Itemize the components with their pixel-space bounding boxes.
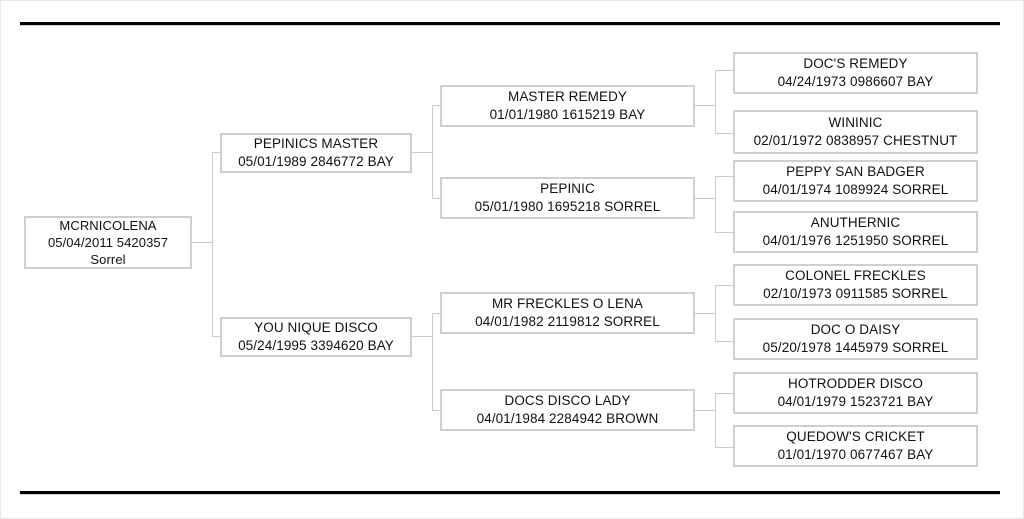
node-gen2-pepinic-meta: 05/01/1980 1695218 SORREL	[474, 199, 661, 214]
connector-root-to-gen1-bottom	[212, 336, 221, 337]
node-gen3-quedows-cricket-name: QUEDOW'S CRICKET	[786, 429, 925, 445]
node-gen2-mr-freckles-o-lena[interactable]: MR FRECKLES O LENA 04/01/1982 2119812 SO…	[440, 292, 695, 334]
node-gen2-docs-disco-lady[interactable]: DOCS DISCO LADY 04/01/1984 2284942 BROWN	[440, 389, 695, 431]
node-dam-meta: 05/24/1995 3394620 BAY	[238, 338, 394, 353]
connector-mr-freckles-spine	[715, 285, 716, 342]
node-dam[interactable]: YOU NIQUE DISCO 05/24/1995 3394620 BAY	[220, 317, 412, 357]
node-gen3-peppy-san-badger[interactable]: PEPPY SAN BADGER 04/01/1974 1089924 SORR…	[733, 160, 978, 202]
connector-root-stub	[192, 242, 213, 243]
node-gen3-colonel-freckles[interactable]: COLONEL FRECKLES 02/10/1973 0911585 SORR…	[733, 264, 978, 306]
node-sire-meta: 05/01/1989 2846772 BAY	[238, 154, 394, 169]
node-gen3-colonel-freckles-name: COLONEL FRECKLES	[785, 268, 926, 284]
connector-docs-disco-lady-stub	[695, 410, 716, 411]
node-gen3-hotrodder-disco-name: HOTRODDER DISCO	[787, 376, 923, 392]
node-sire[interactable]: PEPINICS MASTER 05/01/1989 2846772 BAY	[220, 133, 412, 173]
connector-master-remedy-spine	[715, 70, 716, 134]
node-gen3-hotrodder-disco-meta: 04/01/1979 1523721 BAY	[777, 394, 934, 409]
node-gen3-hotrodder-disco[interactable]: HOTRODDER DISCO 04/01/1979 1523721 BAY	[733, 372, 978, 414]
connector-pepinic-to-peppy-san-badger	[715, 176, 734, 177]
node-subject-name: MCRNICOLENA	[59, 217, 157, 233]
connector-root-spine	[212, 152, 213, 337]
connector-master-remedy-to-docs-remedy	[715, 70, 734, 71]
node-gen2-pepinic[interactable]: PEPINIC 05/01/1980 1695218 SORREL	[440, 177, 695, 219]
connector-mr-freckles-stub	[695, 313, 716, 314]
node-gen2-master-remedy-name: MASTER REMEDY	[507, 89, 628, 105]
node-gen3-peppy-san-badger-name: PEPPY SAN BADGER	[786, 164, 925, 180]
connector-gen1-bottom-to-docs-disco-lady	[432, 410, 441, 411]
node-gen3-doc-o-daisy-meta: 05/20/1978 1445979 SORREL	[762, 340, 949, 355]
node-gen3-docs-remedy-name: DOC'S REMEDY	[803, 56, 908, 72]
node-gen3-anuthernic-meta: 04/01/1976 1251950 SORREL	[762, 233, 949, 248]
bottom-rule-shadow	[20, 494, 1000, 495]
node-subject[interactable]: MCRNICOLENA 05/04/2011 5420357 Sorrel	[24, 216, 192, 269]
node-gen3-docs-remedy[interactable]: DOC'S REMEDY 04/24/1973 0986607 BAY	[733, 52, 978, 94]
node-gen3-docs-remedy-meta: 04/24/1973 0986607 BAY	[777, 74, 934, 89]
connector-gen1-bottom-spine	[432, 313, 433, 411]
node-subject-extra: Sorrel	[90, 252, 126, 268]
node-gen3-wininic[interactable]: WININIC 02/01/1972 0838957 CHESTNUT	[733, 110, 978, 154]
connector-gen1-bottom-stub	[412, 336, 433, 337]
node-gen3-quedows-cricket[interactable]: QUEDOW'S CRICKET 01/01/1970 0677467 BAY	[733, 425, 978, 467]
node-gen3-doc-o-daisy[interactable]: DOC O DAISY 05/20/1978 1445979 SORREL	[733, 318, 978, 360]
top-rule	[20, 22, 1000, 25]
connector-docs-disco-lady-to-quedows-cricket	[715, 447, 734, 448]
node-gen2-docs-disco-lady-name: DOCS DISCO LADY	[504, 393, 631, 409]
connector-pepinic-spine	[715, 176, 716, 233]
node-gen3-wininic-meta: 02/01/1972 0838957 CHESTNUT	[753, 133, 958, 148]
connector-master-remedy-to-wininic	[715, 133, 734, 134]
node-gen2-master-remedy[interactable]: MASTER REMEDY 01/01/1980 1615219 BAY	[440, 85, 695, 127]
bottom-rule	[20, 491, 1000, 494]
connector-mr-freckles-to-colonel-freckles	[715, 285, 734, 286]
node-gen2-docs-disco-lady-meta: 04/01/1984 2284942 BROWN	[476, 411, 659, 426]
connector-mr-freckles-to-doc-o-daisy	[715, 341, 734, 342]
connector-pepinic-stub	[695, 198, 716, 199]
connector-gen1-bottom-to-mr-freckles	[432, 313, 441, 314]
connector-docs-disco-lady-spine	[715, 393, 716, 448]
top-rule-shadow	[20, 25, 1000, 26]
connector-master-remedy-stub	[695, 105, 716, 106]
connector-gen1-top-to-master-remedy	[432, 105, 441, 106]
node-gen3-doc-o-daisy-name: DOC O DAISY	[810, 322, 901, 338]
node-gen3-wininic-name: WININIC	[828, 115, 883, 131]
node-gen3-colonel-freckles-meta: 02/10/1973 0911585 SORREL	[763, 286, 948, 301]
connector-docs-disco-lady-to-hotrodder-disco	[715, 393, 734, 394]
node-gen2-mr-freckles-o-lena-name: MR FRECKLES O LENA	[491, 296, 644, 312]
connector-gen1-top-to-pepinic	[432, 198, 441, 199]
node-gen2-master-remedy-meta: 01/01/1980 1615219 BAY	[489, 107, 646, 122]
node-dam-name: YOU NIQUE DISCO	[254, 320, 378, 336]
node-gen3-anuthernic-name: ANUTHERNIC	[810, 215, 901, 231]
node-gen3-quedows-cricket-meta: 01/01/1970 0677467 BAY	[777, 447, 934, 462]
node-gen3-peppy-san-badger-meta: 04/01/1974 1089924 SORREL	[762, 182, 949, 197]
node-gen2-pepinic-name: PEPINIC	[540, 181, 595, 197]
connector-pepinic-to-anuthernic	[715, 232, 734, 233]
connector-root-to-gen1-top	[212, 152, 221, 153]
node-gen3-anuthernic[interactable]: ANUTHERNIC 04/01/1976 1251950 SORREL	[733, 211, 978, 253]
node-sire-name: PEPINICS MASTER	[253, 136, 379, 152]
connector-gen1-top-spine	[432, 105, 433, 199]
node-subject-meta: 05/04/2011 5420357	[47, 234, 169, 250]
node-gen2-mr-freckles-o-lena-meta: 04/01/1982 2119812 SORREL	[475, 314, 660, 329]
connector-gen1-top-stub	[412, 152, 433, 153]
